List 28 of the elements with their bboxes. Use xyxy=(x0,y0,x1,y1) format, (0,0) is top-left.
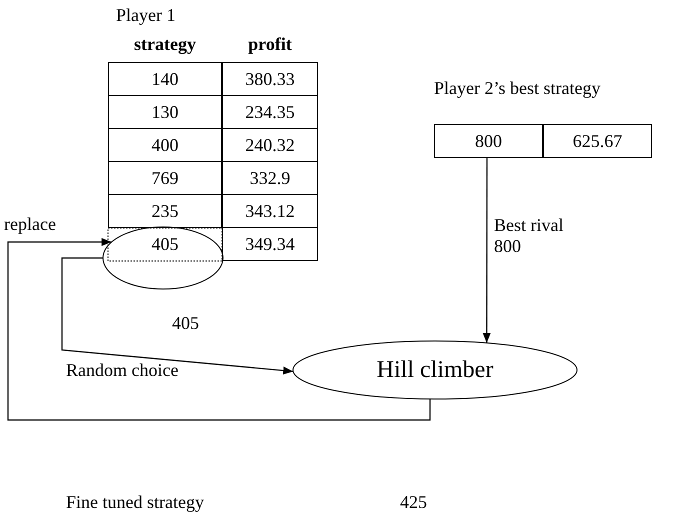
table-cell: 800 xyxy=(434,124,543,158)
table-cell: 400 xyxy=(108,128,222,162)
edge-label: Random choice xyxy=(66,360,180,381)
arrow xyxy=(7,238,431,421)
value-label: 405 xyxy=(172,313,200,335)
table-cell: 380.33 xyxy=(222,62,318,96)
column-header: strategy xyxy=(133,34,197,56)
ellipse-node: Hill climber xyxy=(292,340,578,400)
arrow xyxy=(482,158,491,343)
table-cell: 769 xyxy=(108,161,222,195)
column-header: profit xyxy=(247,34,293,56)
table-cell: 130 xyxy=(108,95,222,129)
arrow xyxy=(61,257,294,374)
table-cell: 235 xyxy=(108,194,222,228)
table-cell: 349.34 xyxy=(222,227,318,261)
table-cell: 140 xyxy=(108,62,222,96)
heading: Player 2’s best strategy xyxy=(434,78,602,100)
table-cell: 343.12 xyxy=(222,194,318,228)
value-label: 425 xyxy=(400,492,428,514)
table-cell: 240.32 xyxy=(222,128,318,162)
ringed-table-cell: 405 xyxy=(102,226,224,290)
edge-label: Fine tuned strategy xyxy=(66,492,205,513)
edge-label: Best rival 800 xyxy=(494,215,564,257)
table-cell: 625.67 xyxy=(543,124,652,158)
annotation: replace xyxy=(4,214,57,236)
heading: Player 1 xyxy=(116,5,176,27)
table-cell: 332.9 xyxy=(222,161,318,195)
table-cell: 234.35 xyxy=(222,95,318,129)
